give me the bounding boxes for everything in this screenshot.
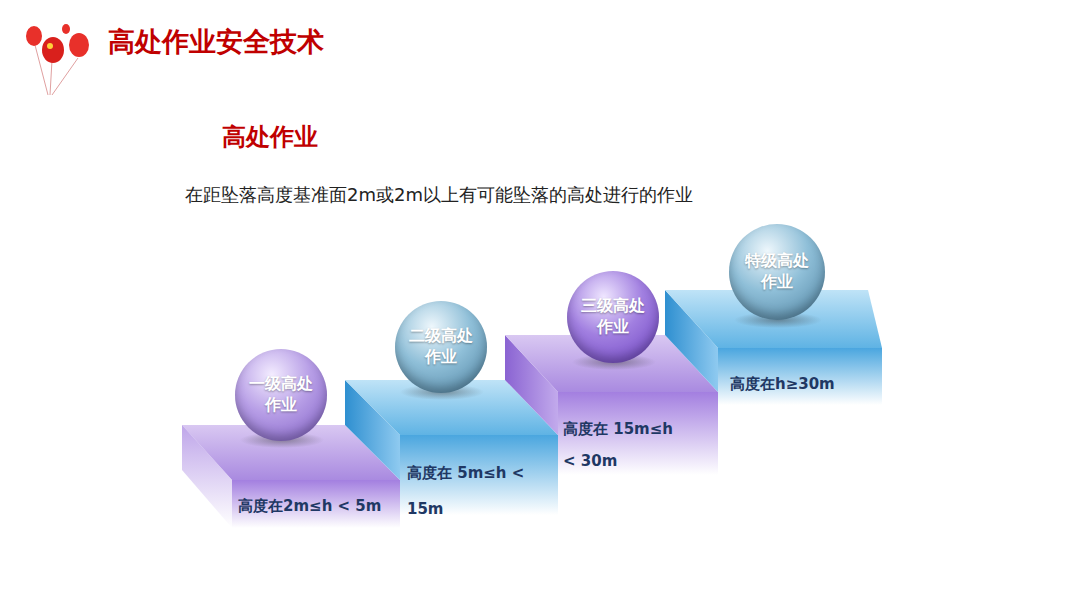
height-range: 高度在2m≤h < 5m	[238, 497, 381, 517]
height-range: 高度在 15m≤h < 30m	[563, 414, 683, 477]
level-sphere: 二级高处作业	[395, 301, 487, 393]
level-sphere: 特级高处作业	[729, 224, 825, 320]
definition-text: 在距坠落高度基准面2m或2m以上有可能坠落的高处进行的作业	[185, 183, 693, 206]
height-range: 高度在h≥30m	[730, 375, 835, 395]
level-name: 二级高处作业	[407, 326, 474, 368]
level-name: 三级高处作业	[579, 296, 646, 338]
slide-title: 高处作业安全技术	[108, 24, 324, 60]
level-sphere: 三级高处作业	[567, 271, 659, 363]
level-name: 一级高处作业	[247, 374, 314, 416]
height-range: 高度在 5m≤h < 15m	[407, 455, 527, 527]
level-name: 特级高处作业	[743, 251, 810, 293]
balloons	[26, 24, 89, 95]
section-heading: 高处作业	[222, 122, 318, 153]
level-sphere: 一级高处作业	[235, 349, 327, 441]
